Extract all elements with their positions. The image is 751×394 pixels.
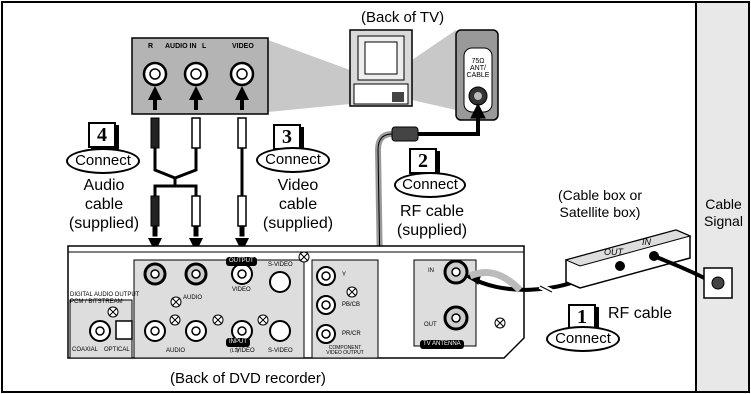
wall-panel xyxy=(695,1,750,393)
digital-audio-output-label: DIGITAL AUDIO OUTPUT xyxy=(70,292,140,298)
tv-antenna-badge: TV ANTENNA xyxy=(420,340,464,349)
step-3-connect: Connect xyxy=(256,147,330,173)
dvd-recorder-back-label: (Back of DVD recorder) xyxy=(170,370,326,387)
output-badge: OUTPUT xyxy=(226,257,257,266)
l1-label: (L1) xyxy=(230,348,239,354)
zoom-fan-left xyxy=(268,40,350,112)
dvd-input-arrows xyxy=(148,238,249,252)
video-cable xyxy=(237,117,247,237)
optical-label: OPTICAL xyxy=(104,347,130,353)
tv-antenna-terminal xyxy=(455,29,499,121)
tv-input-arrows xyxy=(148,86,249,110)
box-in-label: IN xyxy=(642,237,651,247)
video-input-label: VIDEO xyxy=(236,348,255,354)
rf-cable-label: RF cable xyxy=(608,305,673,322)
step-4-connect: Connect xyxy=(66,148,140,174)
video-label: VIDEO xyxy=(232,43,254,50)
tv-back-label: (Back of TV) xyxy=(361,9,445,26)
screw-icons xyxy=(107,251,506,329)
video-output-label: VIDEO xyxy=(232,287,251,293)
audio-cable xyxy=(150,117,201,237)
audio-output-label: AUDIO xyxy=(183,295,203,301)
pb-label: PB/CB xyxy=(342,302,361,308)
l-label: L xyxy=(202,43,207,50)
input-badge: INPUT xyxy=(226,338,250,347)
audio-in-label: AUDIO IN xyxy=(165,43,197,50)
step-2-number: 2 xyxy=(409,148,437,174)
step-2-connect: Connect xyxy=(394,172,466,198)
flow-arrow xyxy=(468,269,523,293)
step-1-connect: Connect xyxy=(546,326,620,352)
pr-label: PR/CR xyxy=(342,331,361,337)
r-label: R xyxy=(148,43,154,50)
wall-outlet xyxy=(703,267,733,299)
s-video-input-label: S-VIDEO xyxy=(268,348,293,354)
antenna-in-label: IN xyxy=(428,268,434,274)
antenna-out-label: OUT xyxy=(424,322,437,328)
box-out-label: OUT xyxy=(604,247,623,257)
cable-box xyxy=(564,229,692,289)
rf-cable-supplied-label: RF cable(supplied) xyxy=(396,203,468,239)
tv-back-illustration xyxy=(349,29,413,107)
s-video-output-label: S-VIDEO xyxy=(268,262,293,268)
coaxial-label: COAXIAL xyxy=(72,347,99,353)
step-4-number: 4 xyxy=(88,122,116,148)
y-label: Y xyxy=(342,272,347,278)
pcm-bitstream-label: PCM / BITSTREAM xyxy=(70,299,123,305)
zoom-fan-right xyxy=(412,30,456,110)
dvd-jacks xyxy=(89,259,469,344)
audio-jack-label: AUDIO xyxy=(166,348,186,354)
